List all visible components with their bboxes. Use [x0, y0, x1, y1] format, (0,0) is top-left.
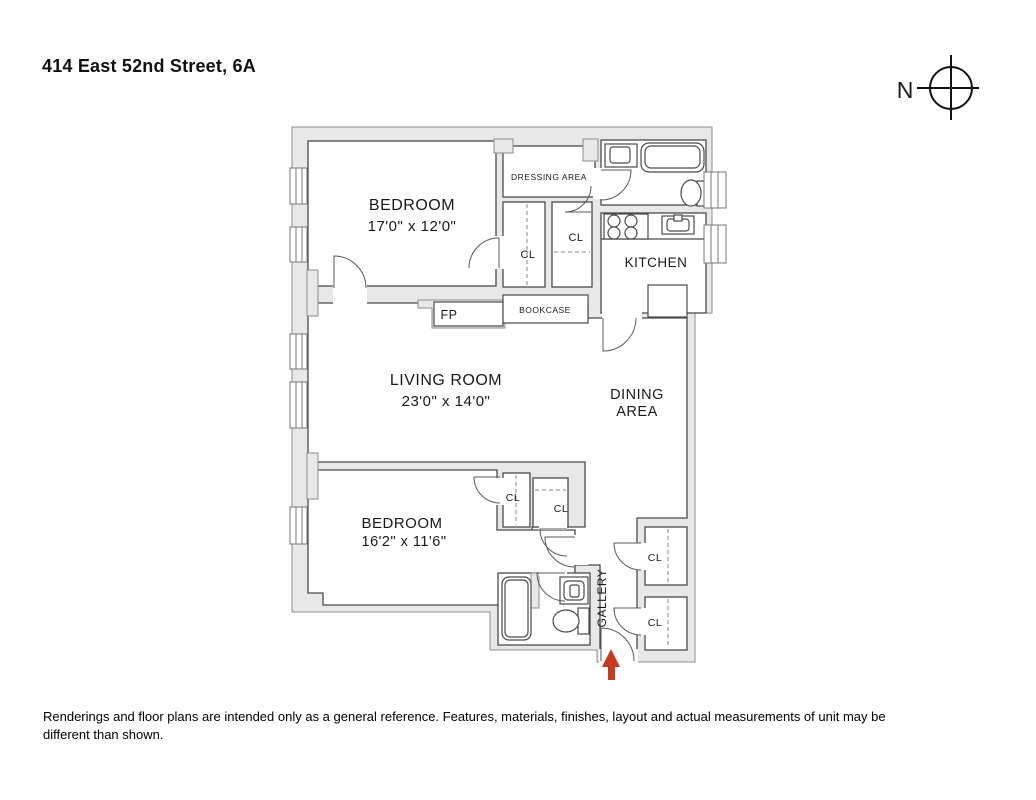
fireplace: [417, 299, 518, 329]
closet-label: CL: [568, 232, 583, 244]
compass: N: [897, 55, 979, 120]
disclaimer: Renderings and floor plans are intended …: [43, 708, 886, 744]
compass-icon: [917, 55, 979, 120]
dining-area-label: DINING: [610, 387, 664, 403]
closet-label: CL: [554, 503, 568, 515]
page-title: 414 East 52nd Street, 6A: [42, 56, 256, 76]
entry-arrow-icon: [602, 649, 620, 680]
closet-dressing-2: [551, 201, 593, 288]
floorplan: BEDROOM 17'0" x 12'0" DRESSING AREA CL C…: [289, 126, 727, 680]
closet-label: CL: [648, 552, 662, 564]
room-bedroom1: [307, 140, 497, 287]
closet-label: CL: [648, 617, 662, 629]
room-labels: BEDROOM 17'0" x 12'0" DRESSING AREA CL C…: [361, 172, 688, 629]
kitchen-label: KITCHEN: [625, 255, 688, 270]
living-room-dims: 23'0" x 14'0": [402, 393, 491, 410]
bathroom-bottom-fixtures: [501, 576, 590, 641]
closet-dressing-1: [502, 201, 546, 288]
closet-label: CL: [506, 492, 520, 504]
bookcase: [502, 294, 589, 324]
bedroom2-label: BEDROOM: [361, 515, 442, 532]
bookcase-label: BOOKCASE: [519, 305, 571, 315]
bedroom1-label: BEDROOM: [369, 197, 455, 214]
windows: [289, 167, 727, 545]
bedroom2-dims: 16'2" x 11'6": [362, 534, 447, 550]
dining-area-label2: AREA: [616, 404, 658, 420]
kitchen-counter-block: [647, 284, 688, 318]
kitchen-fixtures: [601, 213, 704, 240]
disclaimer-line1: Renderings and floor plans are intended …: [43, 709, 886, 724]
disclaimer-line2: different than shown.: [43, 727, 164, 742]
closet-gallery-2: [644, 596, 688, 651]
wall-piers: [306, 138, 599, 609]
closet-label: CL: [520, 249, 535, 261]
fireplace-label: FP: [441, 308, 458, 322]
closet-dashed-lines: [515, 204, 669, 648]
gallery-label: GALLERY: [595, 569, 609, 628]
toilet-icon: [577, 607, 590, 635]
door-arcs: [333, 169, 642, 662]
bedroom1-dims: 17'0" x 12'0": [368, 218, 457, 235]
living-room-label: LIVING ROOM: [390, 372, 502, 389]
dressing-area-label: DRESSING AREA: [511, 172, 587, 182]
compass-north-label: N: [897, 77, 914, 103]
